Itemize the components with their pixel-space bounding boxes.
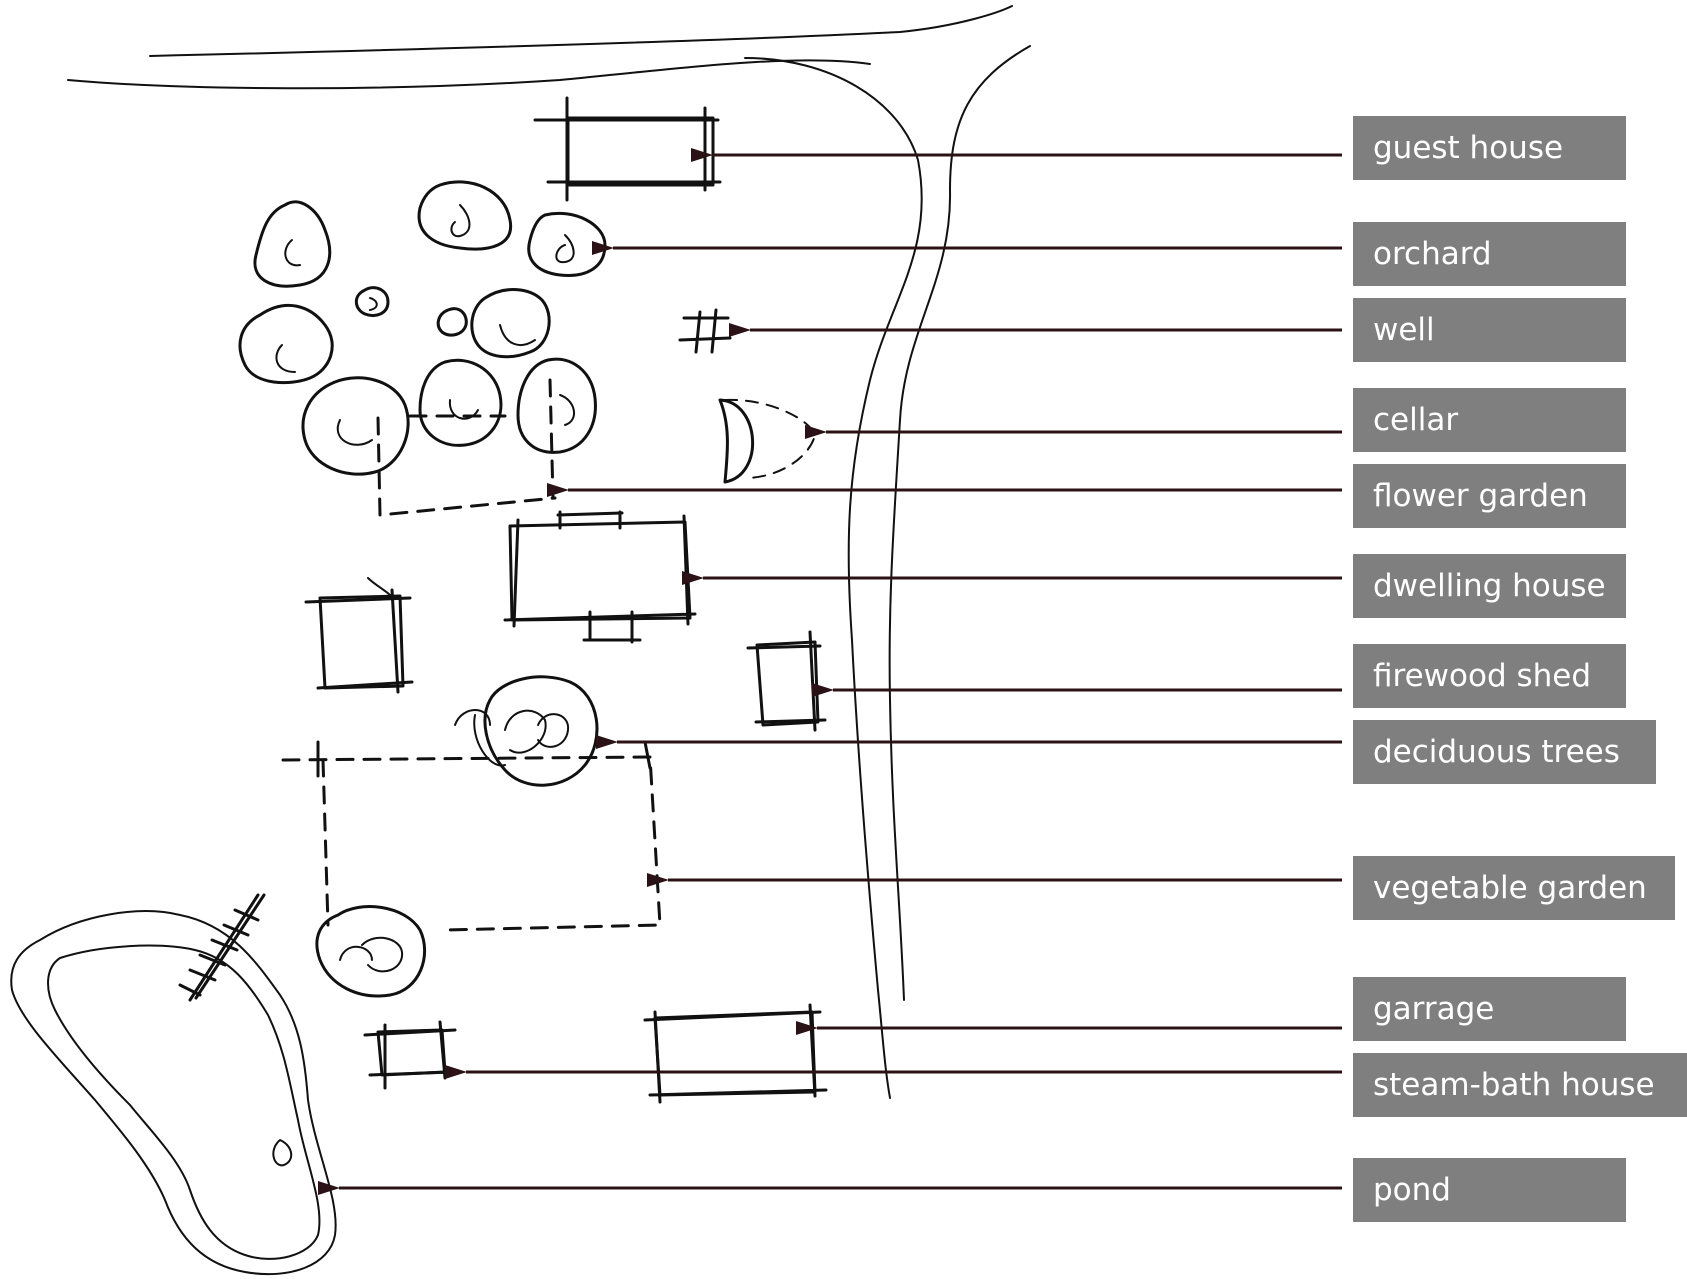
orchard-symbol xyxy=(238,180,607,476)
dwelling-house-symbol xyxy=(503,510,697,644)
label-firewood-shed: firewood shed xyxy=(1353,644,1626,708)
firewood-shed-symbol xyxy=(746,630,827,732)
label-dwelling-house: dwelling house xyxy=(1353,554,1626,618)
label-guest-house: guest house xyxy=(1353,116,1626,180)
steam-bath-house-symbol xyxy=(363,1020,457,1090)
tree-near-pond-symbol xyxy=(315,905,426,998)
deciduous-trees-symbol xyxy=(454,675,599,787)
label-deciduous-trees: deciduous trees xyxy=(1353,720,1656,784)
label-orchard: orchard xyxy=(1353,222,1626,286)
flower-garden-symbol xyxy=(376,378,557,517)
guest-house-symbol xyxy=(533,96,722,202)
label-steam-bath-house: steam-bath house xyxy=(1353,1053,1687,1117)
label-well: well xyxy=(1353,298,1626,362)
label-pond: pond xyxy=(1353,1158,1626,1222)
label-vegetable-garden: vegetable garden xyxy=(1353,856,1675,920)
vegetable-garden-symbol xyxy=(281,740,662,932)
lane xyxy=(744,45,1031,1099)
cellar-symbol xyxy=(718,398,816,484)
outbuilding-symbol xyxy=(304,577,414,694)
label-flower-garden: flower garden xyxy=(1353,464,1626,528)
label-cellar: cellar xyxy=(1353,388,1626,452)
garrage-symbol xyxy=(643,1003,828,1104)
well-symbol xyxy=(678,308,732,354)
pond-symbol xyxy=(10,893,337,1276)
top-road-lines xyxy=(67,5,1013,90)
label-garrage: garrage xyxy=(1353,977,1626,1041)
label-arrows xyxy=(318,148,1342,1195)
